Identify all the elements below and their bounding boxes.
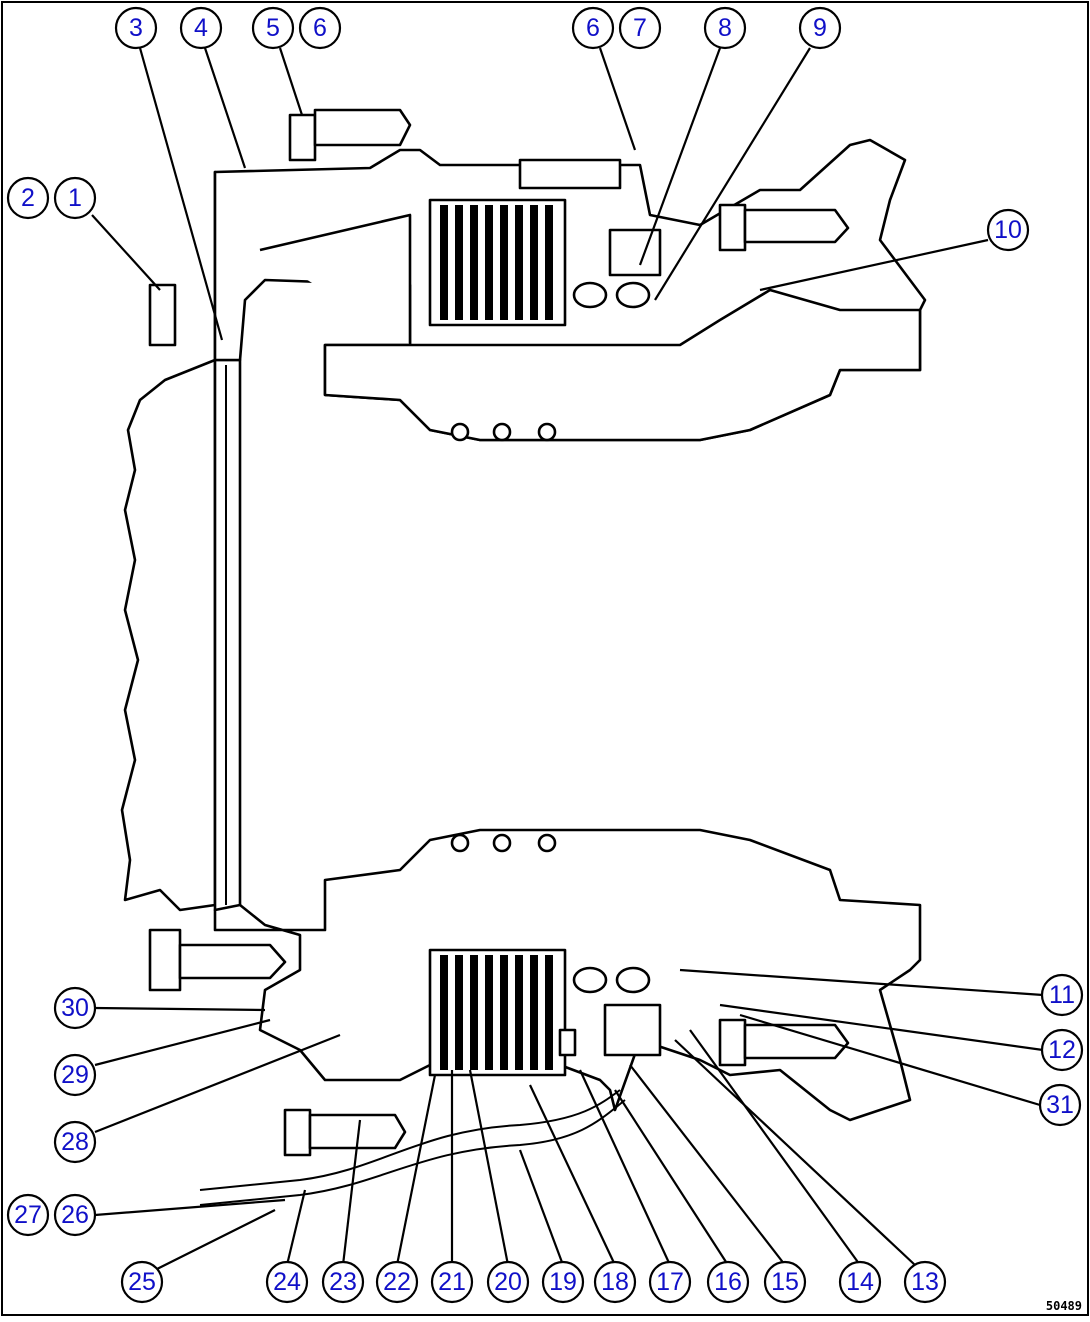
callout-20: 20 bbox=[486, 1260, 530, 1304]
svg-text:30: 30 bbox=[61, 994, 89, 1022]
callout-30: 30 bbox=[53, 986, 97, 1030]
callout-31: 31 bbox=[1038, 1083, 1082, 1127]
svg-text:20: 20 bbox=[494, 1268, 522, 1296]
callout-29: 29 bbox=[53, 1053, 97, 1097]
callout-6-top-left: 6 bbox=[298, 6, 342, 50]
callout-7: 7 bbox=[618, 6, 662, 50]
callout-9: 9 bbox=[798, 6, 842, 50]
callout-25: 25 bbox=[120, 1260, 164, 1304]
svg-text:27: 27 bbox=[14, 1201, 42, 1229]
callout-27: 27 bbox=[6, 1193, 50, 1237]
callout-19: 19 bbox=[541, 1260, 585, 1304]
callout-21: 21 bbox=[430, 1260, 474, 1304]
svg-text:3: 3 bbox=[129, 14, 143, 42]
upper-seal-ring-b bbox=[615, 281, 651, 309]
callout-3: 3 bbox=[114, 6, 158, 50]
brake-hose bbox=[199, 1089, 621, 1191]
lower-disc-stack bbox=[428, 948, 567, 1077]
callout-4: 4 bbox=[179, 6, 223, 50]
callout-12: 12 bbox=[1040, 1028, 1084, 1072]
bolt-head-lower-right bbox=[718, 1018, 747, 1067]
svg-text:25: 25 bbox=[128, 1268, 156, 1296]
svg-text:6: 6 bbox=[586, 14, 600, 42]
svg-text:19: 19 bbox=[549, 1268, 577, 1296]
figure-reference: 50489 bbox=[1046, 1299, 1082, 1313]
callout-24: 24 bbox=[265, 1260, 309, 1304]
svg-text:29: 29 bbox=[61, 1061, 89, 1089]
callout-28: 28 bbox=[53, 1120, 97, 1164]
svg-text:9: 9 bbox=[813, 14, 827, 42]
svg-text:7: 7 bbox=[633, 14, 647, 42]
svg-text:15: 15 bbox=[771, 1268, 799, 1296]
svg-text:4: 4 bbox=[194, 14, 208, 42]
bolt-head-top bbox=[288, 113, 317, 162]
svg-text:18: 18 bbox=[601, 1268, 629, 1296]
svg-text:23: 23 bbox=[329, 1268, 357, 1296]
svg-text:16: 16 bbox=[714, 1268, 742, 1296]
svg-text:28: 28 bbox=[61, 1128, 89, 1156]
callout-5: 5 bbox=[251, 6, 295, 50]
svg-text:2: 2 bbox=[21, 184, 35, 212]
svg-text:22: 22 bbox=[383, 1268, 411, 1296]
svg-text:31: 31 bbox=[1046, 1091, 1074, 1119]
bolt-head-upper-right bbox=[718, 203, 747, 252]
upper-disc-stack bbox=[428, 198, 567, 327]
svg-text:5: 5 bbox=[266, 14, 280, 42]
leader-lines bbox=[91, 47, 1044, 1271]
callout-16: 16 bbox=[706, 1260, 750, 1304]
svg-text:13: 13 bbox=[911, 1268, 939, 1296]
callout-22: 22 bbox=[375, 1260, 419, 1304]
upper-inner-hub bbox=[259, 213, 922, 442]
svg-text:12: 12 bbox=[1048, 1036, 1076, 1064]
callout-26: 26 bbox=[53, 1193, 97, 1237]
callout-13: 13 bbox=[903, 1260, 947, 1304]
bolt-head-lower-left bbox=[148, 928, 182, 992]
callout-17: 17 bbox=[648, 1260, 692, 1304]
callout-18: 18 bbox=[593, 1260, 637, 1304]
lower-seal-ring-a bbox=[572, 966, 608, 994]
callout-8: 8 bbox=[703, 6, 747, 50]
lower-seal-ring-b bbox=[615, 966, 651, 994]
svg-text:21: 21 bbox=[438, 1268, 466, 1296]
bolt-head-upper-left bbox=[148, 283, 177, 347]
bolt-head-bottom bbox=[283, 1108, 312, 1157]
svg-text:6: 6 bbox=[313, 14, 327, 42]
callout-14: 14 bbox=[838, 1260, 882, 1304]
upper-seal-ring-a bbox=[572, 281, 608, 309]
callout-1: 1 bbox=[53, 176, 97, 220]
svg-text:26: 26 bbox=[61, 1201, 89, 1229]
svg-text:11: 11 bbox=[1049, 981, 1075, 1009]
callout-15: 15 bbox=[763, 1260, 807, 1304]
callout-6-top-right: 6 bbox=[571, 6, 615, 50]
lower-hub-housing bbox=[213, 828, 922, 1122]
axle-rod bbox=[213, 358, 242, 912]
lower-piston bbox=[603, 1003, 662, 1057]
svg-text:24: 24 bbox=[273, 1268, 301, 1296]
callout-23: 23 bbox=[321, 1260, 365, 1304]
wheel-rim-section bbox=[120, 170, 217, 912]
svg-text:17: 17 bbox=[656, 1268, 684, 1296]
svg-text:1: 1 bbox=[68, 184, 82, 212]
svg-text:10: 10 bbox=[994, 216, 1022, 244]
callout-2: 2 bbox=[6, 176, 50, 220]
svg-text:8: 8 bbox=[718, 14, 732, 42]
callout-10: 10 bbox=[986, 208, 1030, 252]
callout-11: 11 bbox=[1040, 973, 1084, 1017]
upper-piston bbox=[608, 228, 662, 277]
svg-text:14: 14 bbox=[846, 1268, 874, 1296]
